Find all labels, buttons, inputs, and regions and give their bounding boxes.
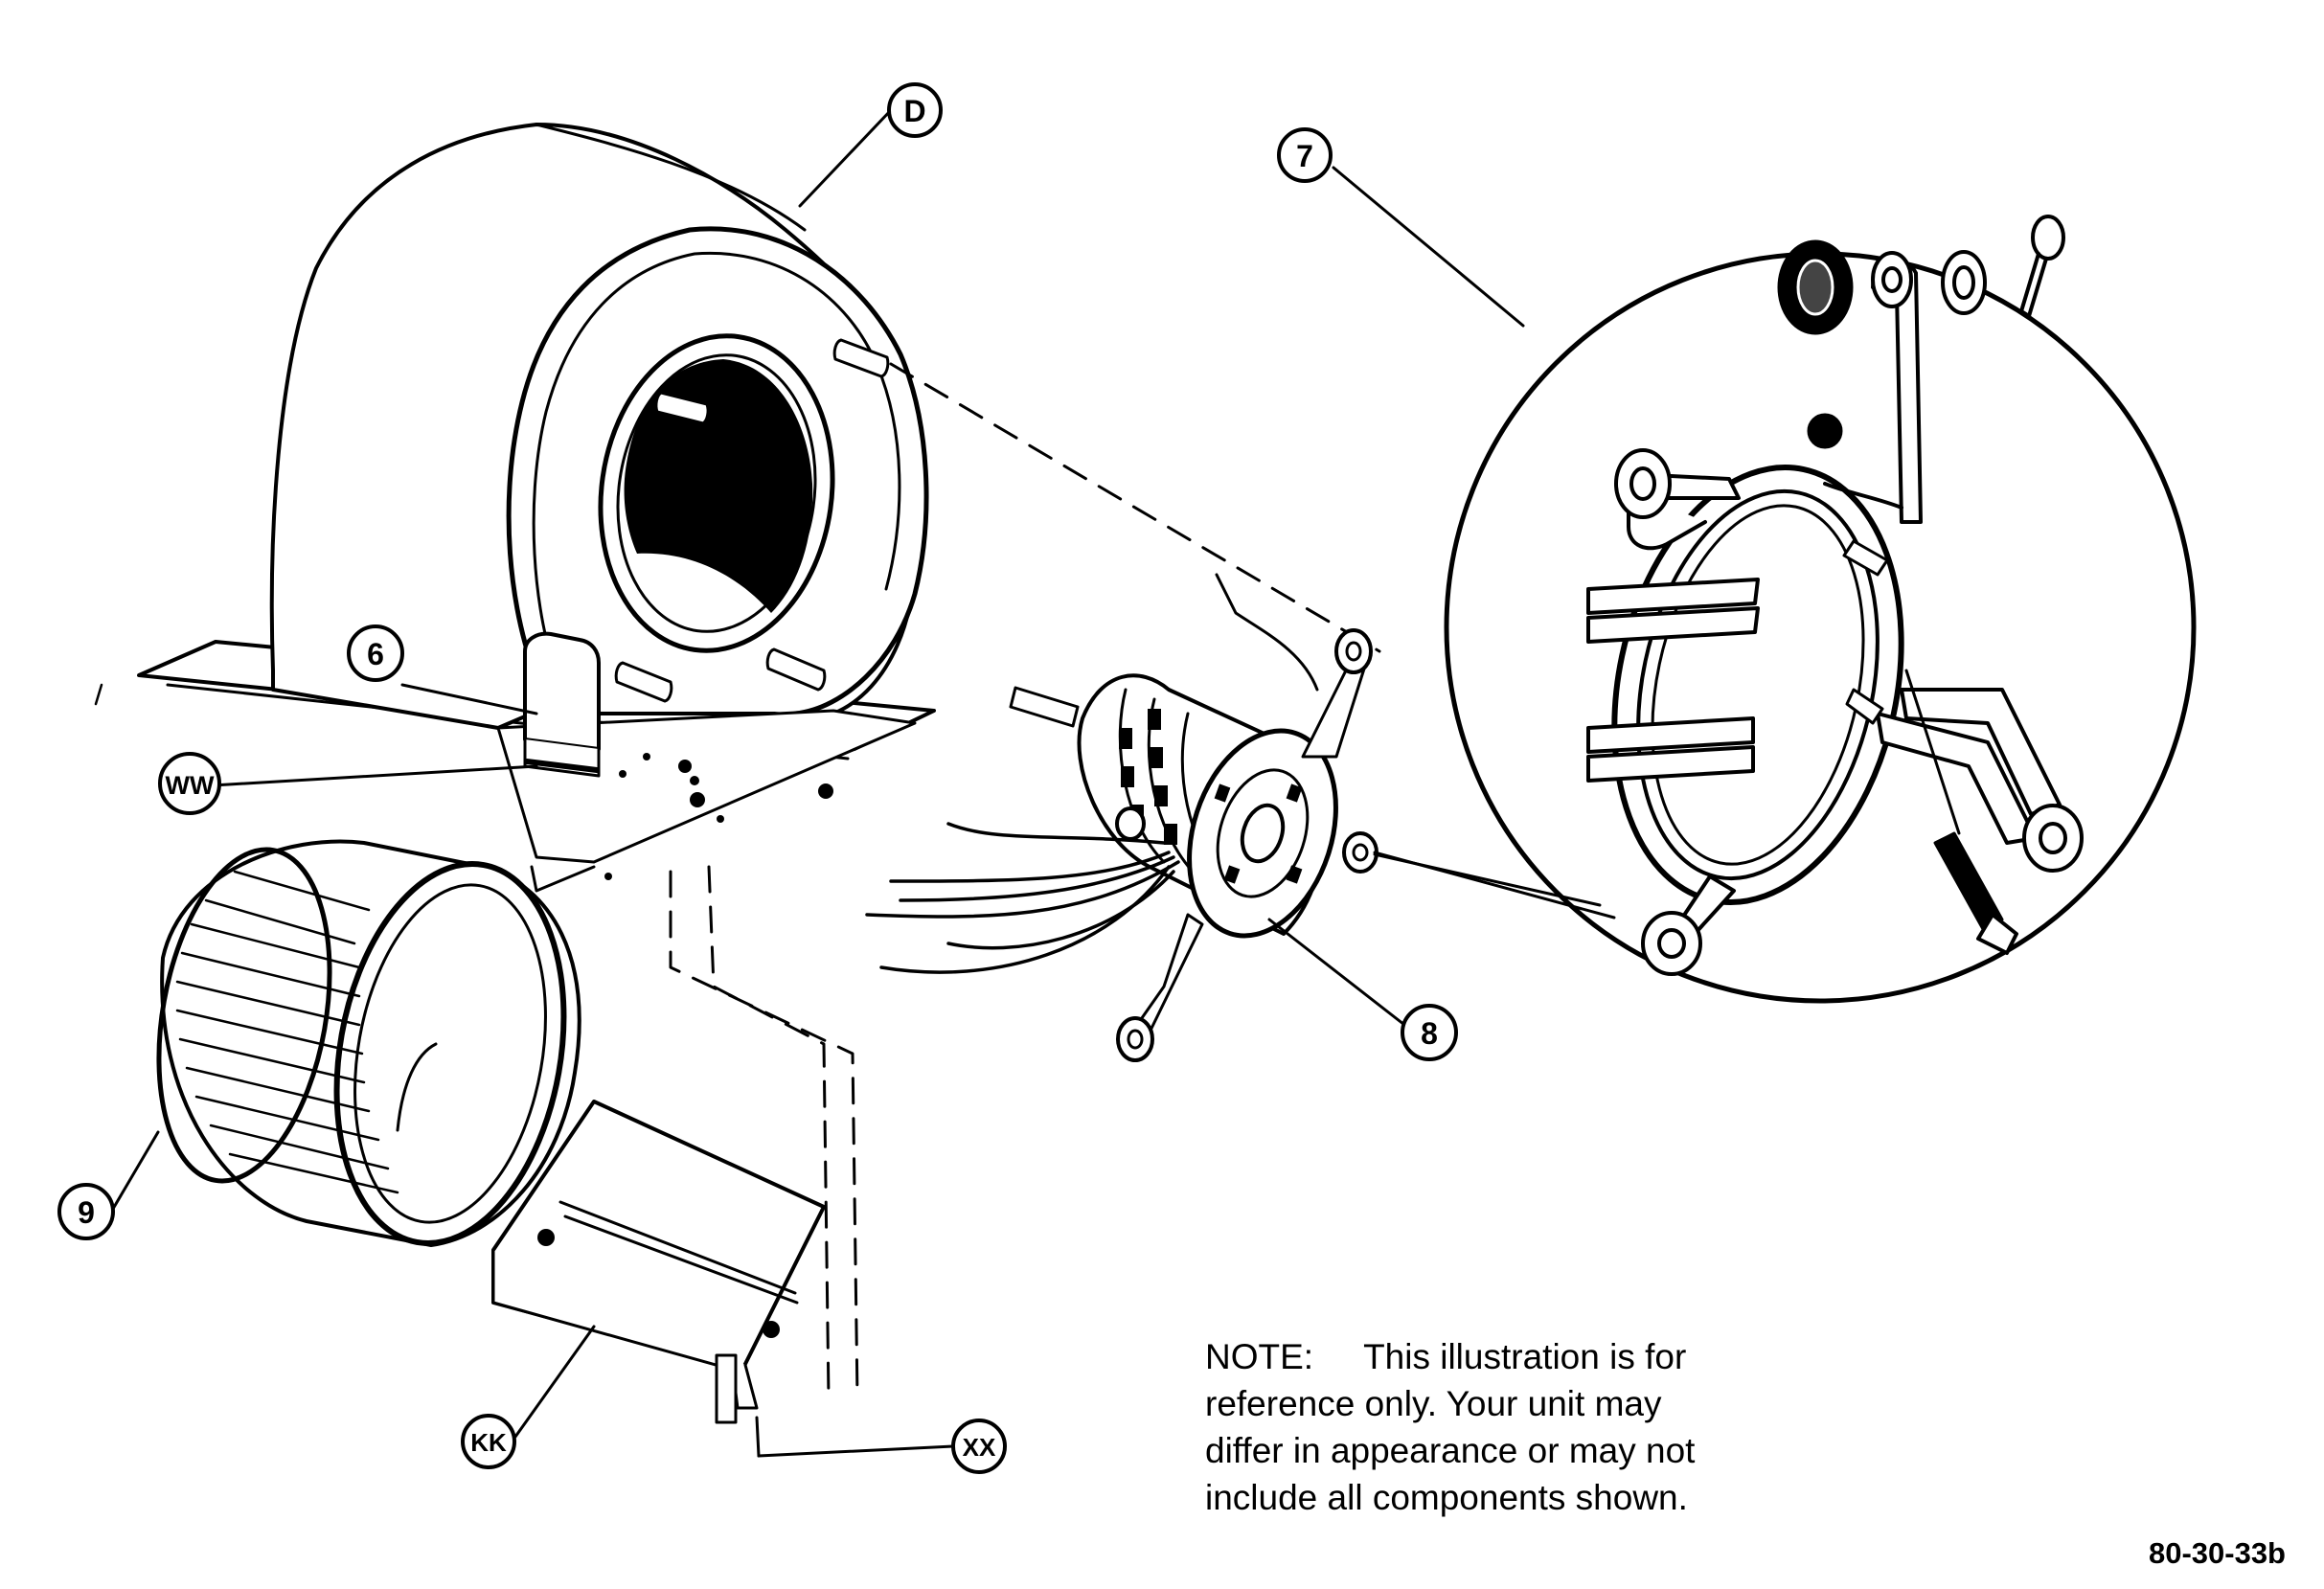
motor-mount-detail: [1444, 215, 2197, 1004]
callout-WW: WW: [158, 752, 221, 815]
note-line-4: include all components shown.: [1205, 1478, 1688, 1517]
bolt: [1904, 669, 2018, 955]
note-line-2: reference only. Your unit may: [1205, 1384, 1662, 1423]
nut: [1807, 413, 1843, 449]
svg-text:WW: WW: [166, 771, 215, 800]
cutoff-plate: [491, 1100, 826, 1424]
note-line-1-text: This illustration is for: [1363, 1337, 1687, 1376]
blower-wheel: [156, 839, 581, 1247]
cotter-pin: [2019, 215, 2065, 318]
svg-text:7: 7: [1296, 139, 1313, 173]
assembly-guide-lines: [669, 362, 1381, 1400]
svg-text:KK: KK: [470, 1428, 507, 1457]
callout-XX: XX: [951, 1419, 1007, 1474]
blower-housing: [137, 123, 936, 893]
callout-7: 7: [1277, 127, 1333, 183]
grommet: [1777, 239, 1854, 335]
blower-motor: [865, 573, 1378, 1062]
stray-mark: [94, 683, 103, 706]
svg-text:XX: XX: [963, 1433, 996, 1462]
callout-6: 6: [347, 624, 404, 682]
note-label: NOTE:: [1205, 1337, 1314, 1376]
note-line-1: NOTE: This illustration is for: [1205, 1333, 1818, 1380]
note-line-3: differ in appearance or may not: [1205, 1431, 1696, 1470]
svg-text:6: 6: [367, 637, 384, 671]
svg-text:9: 9: [78, 1195, 95, 1230]
washer: [1941, 250, 1987, 315]
leader-lines: [111, 108, 1616, 1458]
svg-text:D: D: [903, 94, 925, 128]
callout-8: 8: [1401, 1004, 1458, 1061]
callout-D: D: [887, 82, 943, 138]
callout-KK: KK: [461, 1414, 516, 1469]
reference-note: NOTE: This illustration is for reference …: [1205, 1333, 1818, 1521]
callout-9: 9: [57, 1183, 115, 1240]
figure-id: 80-30-33b: [2148, 1536, 2286, 1570]
svg-text:8: 8: [1421, 1016, 1438, 1051]
